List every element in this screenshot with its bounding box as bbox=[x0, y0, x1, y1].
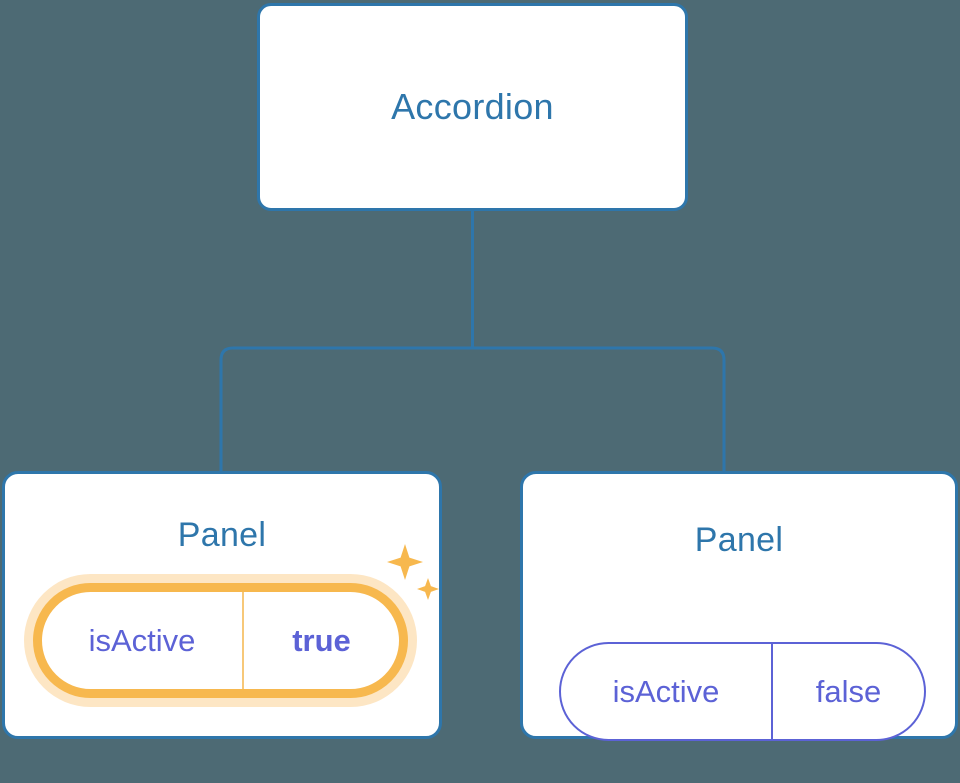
tree-connectors bbox=[219, 211, 726, 471]
prop-key-label: isActive bbox=[561, 644, 773, 739]
tree-node-panel-1[interactable]: Panel isActive false bbox=[520, 471, 958, 741]
panel-1-inner: Panel isActive false bbox=[523, 521, 955, 783]
panel-0-inner: Panel bbox=[5, 516, 439, 778]
connector-child-bus bbox=[219, 346, 726, 471]
prop-pill-isactive-false[interactable]: isActive false bbox=[559, 642, 926, 741]
node-title-accordion: Accordion bbox=[391, 86, 554, 127]
prop-key-label: isActive bbox=[42, 592, 244, 689]
node-title-panel-1: Panel bbox=[694, 521, 784, 559]
tree-node-accordion[interactable]: Accordion bbox=[257, 3, 688, 211]
prop-value-label: true bbox=[292, 622, 351, 658]
component-tree-diagram: Accordion Panel isActive true Panel isAc… bbox=[2, 3, 958, 741]
node-title-panel-0: Panel bbox=[177, 516, 267, 554]
prop-pill-isactive-true[interactable]: isActive true bbox=[33, 583, 408, 698]
prop-value-label: false bbox=[815, 673, 882, 709]
